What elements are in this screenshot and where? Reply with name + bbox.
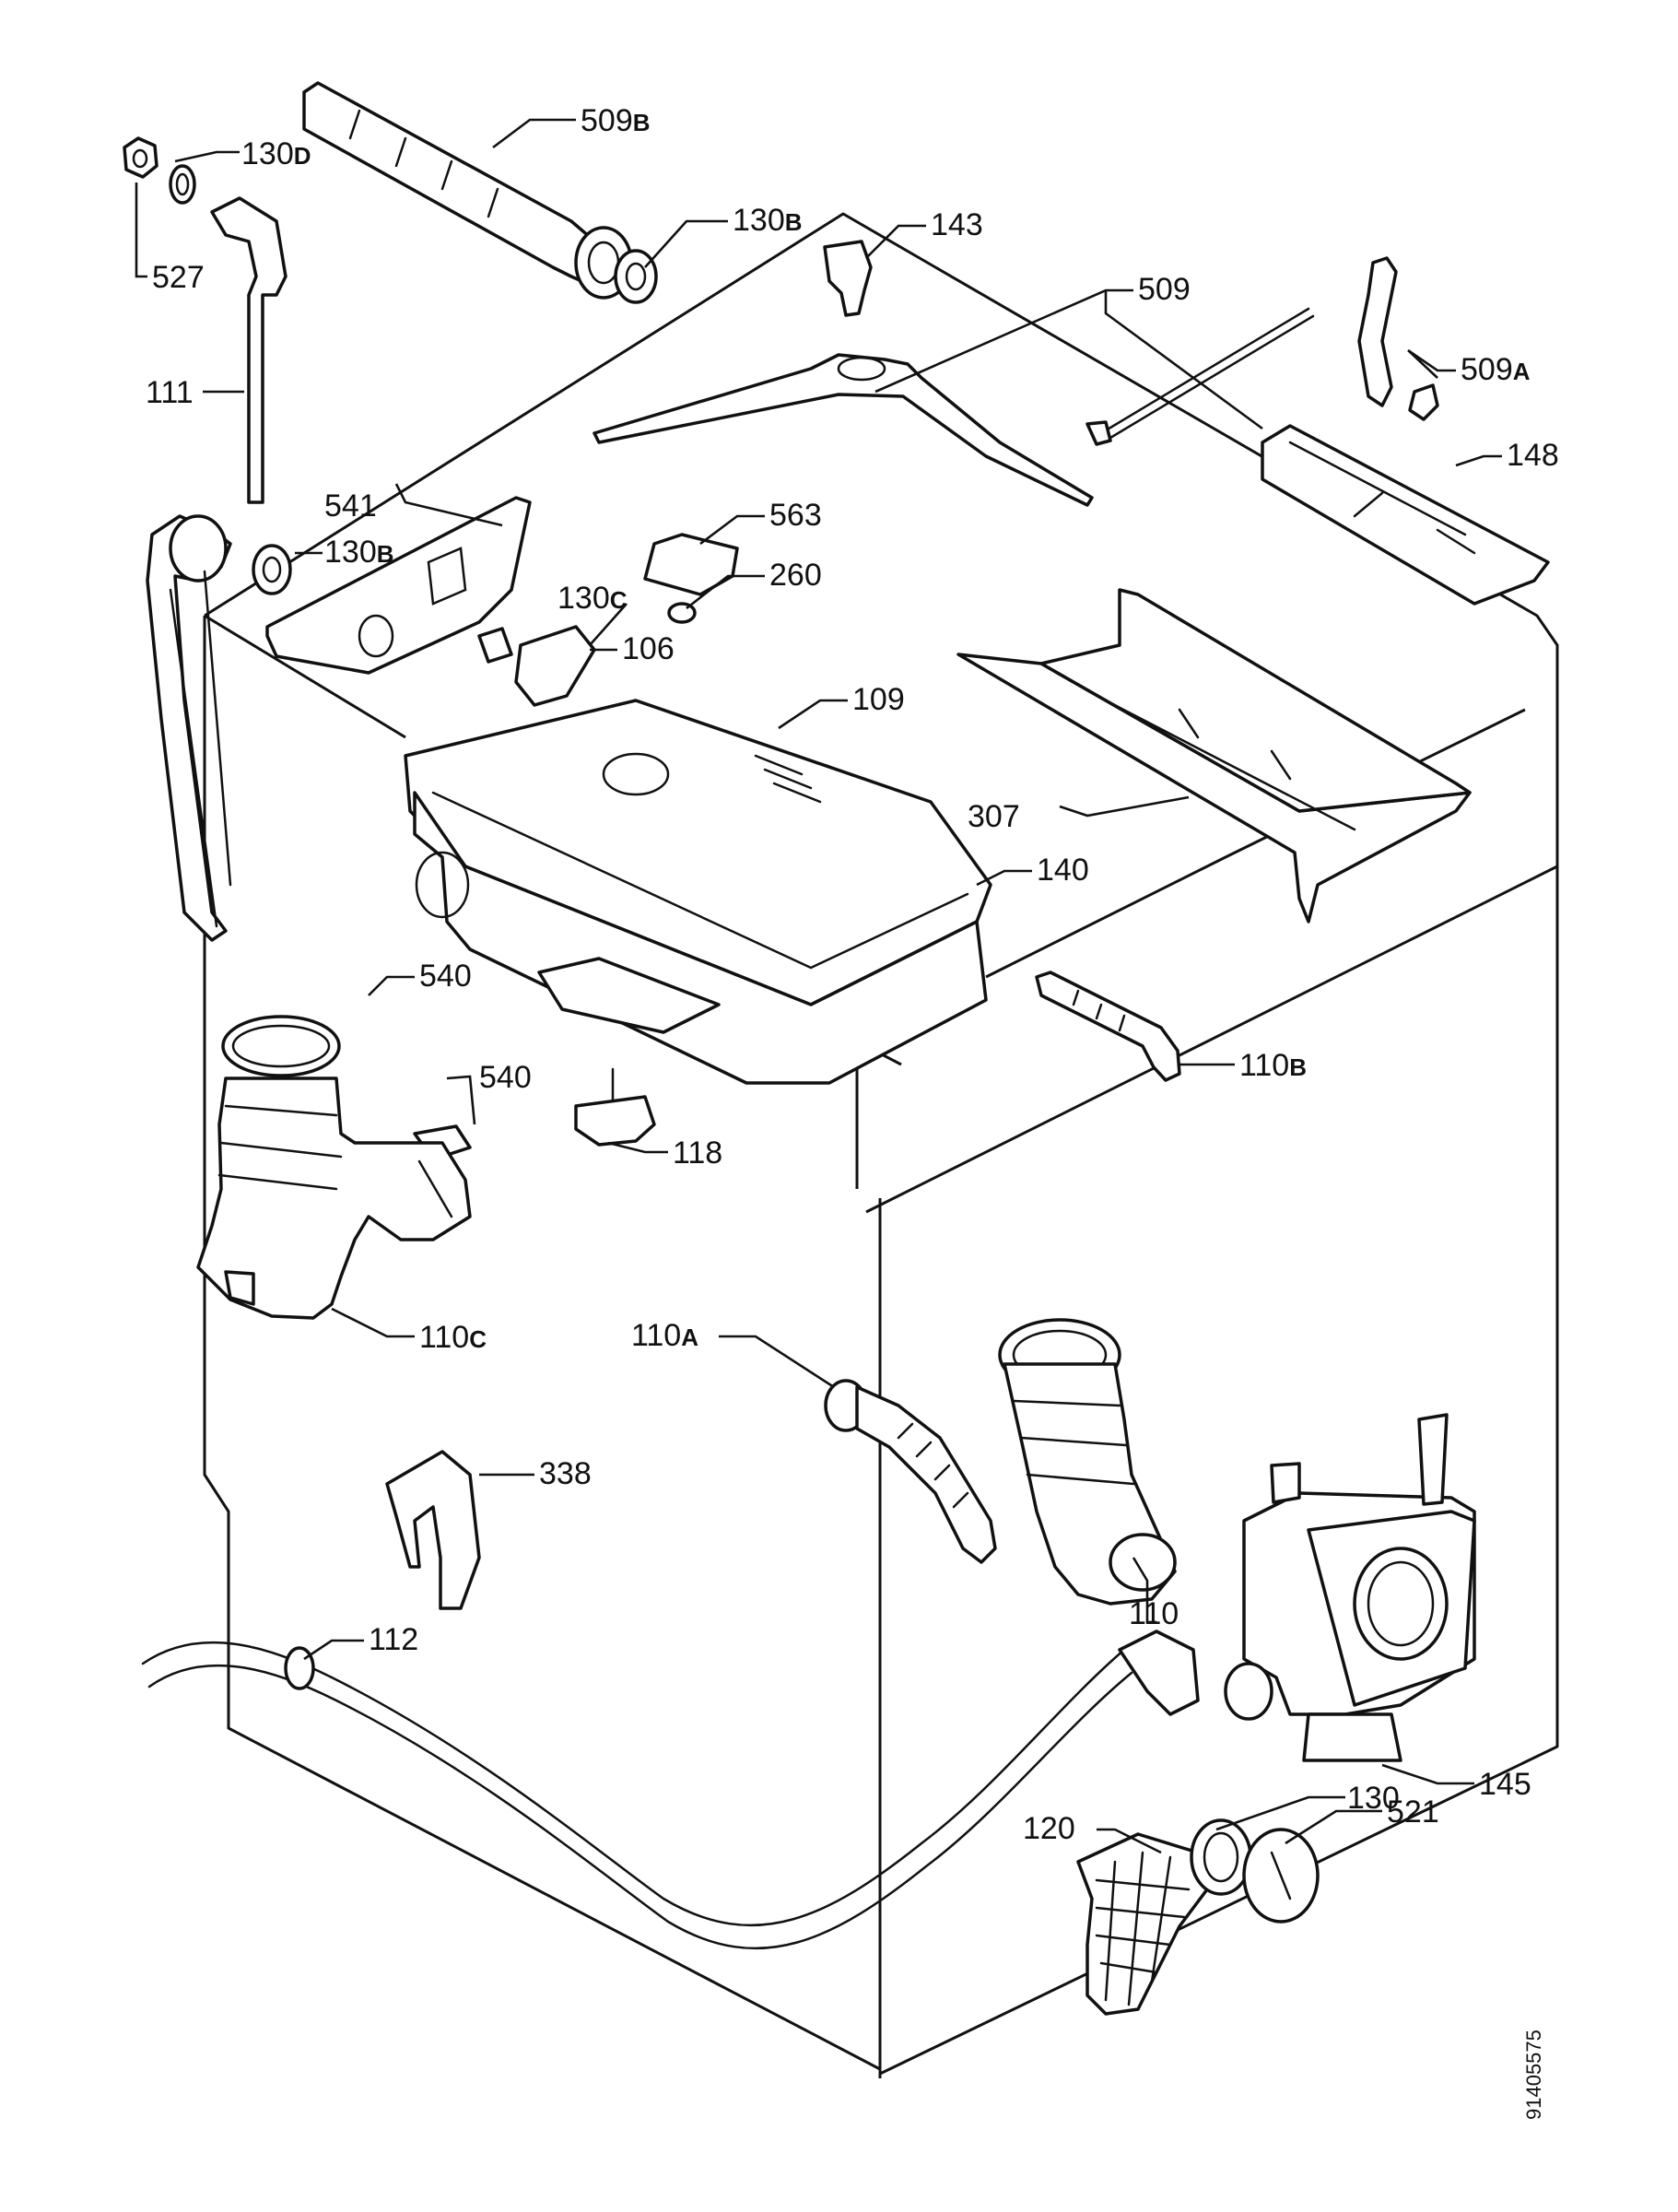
part-338-hose-guide [385, 1450, 481, 1610]
label-540-b: 540 [479, 1060, 532, 1095]
part-130-seal-ring [1190, 1818, 1252, 1896]
label-130: 130 [1347, 1781, 1400, 1816]
part-110b-hose [1035, 971, 1181, 1082]
label-112: 112 [369, 1622, 418, 1657]
label-118: 118 [673, 1135, 722, 1171]
label-541: 541 [324, 488, 377, 524]
label-130c: 130C [557, 581, 628, 616]
part-509-rod [1085, 307, 1315, 446]
label-260: 260 [769, 558, 822, 593]
cabinet-outline [203, 212, 1559, 2078]
label-509b: 509B [581, 103, 651, 138]
part-307-detergent-drawer [956, 588, 1472, 924]
label-527: 527 [152, 260, 205, 295]
part-120-filter [1076, 1832, 1209, 2016]
label-338: 338 [539, 1456, 592, 1491]
part-140-dispenser-housing [413, 791, 988, 1085]
label-120: 120 [1023, 1811, 1075, 1846]
leader-lines [135, 118, 1502, 1854]
part-110c-sump-hose [196, 1077, 472, 1320]
label-110c: 110C [419, 1320, 487, 1355]
label-148: 148 [1507, 438, 1559, 473]
label-111: 111 [146, 375, 194, 410]
label-110a: 110A [631, 1318, 698, 1353]
label-130b-mid: 130B [324, 535, 394, 570]
part-148-dispenser-insert [1261, 424, 1550, 606]
label-130b-top: 130B [733, 203, 803, 238]
part-130b-mid-washer [252, 544, 292, 595]
part-541-cover-plate [265, 496, 532, 675]
label-145: 145 [1479, 1767, 1531, 1802]
part-110-bellows [998, 1318, 1177, 1606]
label-110: 110 [1129, 1596, 1179, 1631]
label-106: 106 [622, 631, 675, 666]
part-112-drain-hose [141, 1630, 1200, 1950]
label-109: 109 [852, 682, 905, 717]
label-130d: 130D [241, 136, 311, 171]
part-260-grommet [667, 602, 697, 624]
label-509: 509 [1138, 272, 1191, 307]
part-110a-hose [824, 1379, 997, 1564]
part-118-spray-nozzle [574, 1067, 656, 1147]
part-509a-lever [1357, 256, 1439, 421]
part-130d-washer [169, 164, 196, 205]
label-307: 307 [968, 799, 1020, 834]
label-540-a: 540 [419, 959, 472, 994]
part-labels: 509B 130D 527 130B 143 509 509A 111 148 … [146, 103, 1559, 2120]
part-563-flap [643, 533, 739, 596]
label-509a: 509A [1461, 352, 1531, 387]
part-130c-106-valve [477, 625, 596, 707]
label-521: 521 [1387, 1794, 1439, 1830]
label-143: 143 [931, 207, 983, 242]
part-540-clamp-ring [221, 1015, 341, 1077]
part-130b-top-washer [614, 249, 658, 304]
part-145-drain-pump [1224, 1413, 1476, 1762]
part-521-filter-cap [1242, 1828, 1320, 1924]
drawing-code: 91405575 [1522, 2030, 1545, 2120]
part-111-inlet-hose [146, 196, 287, 942]
part-527-nut [123, 136, 158, 179]
part-143-knob [823, 240, 873, 317]
label-110b: 110B [1239, 1048, 1307, 1083]
label-140: 140 [1037, 853, 1089, 888]
part-509-tripod-arm [593, 353, 1094, 507]
label-563: 563 [769, 498, 822, 533]
